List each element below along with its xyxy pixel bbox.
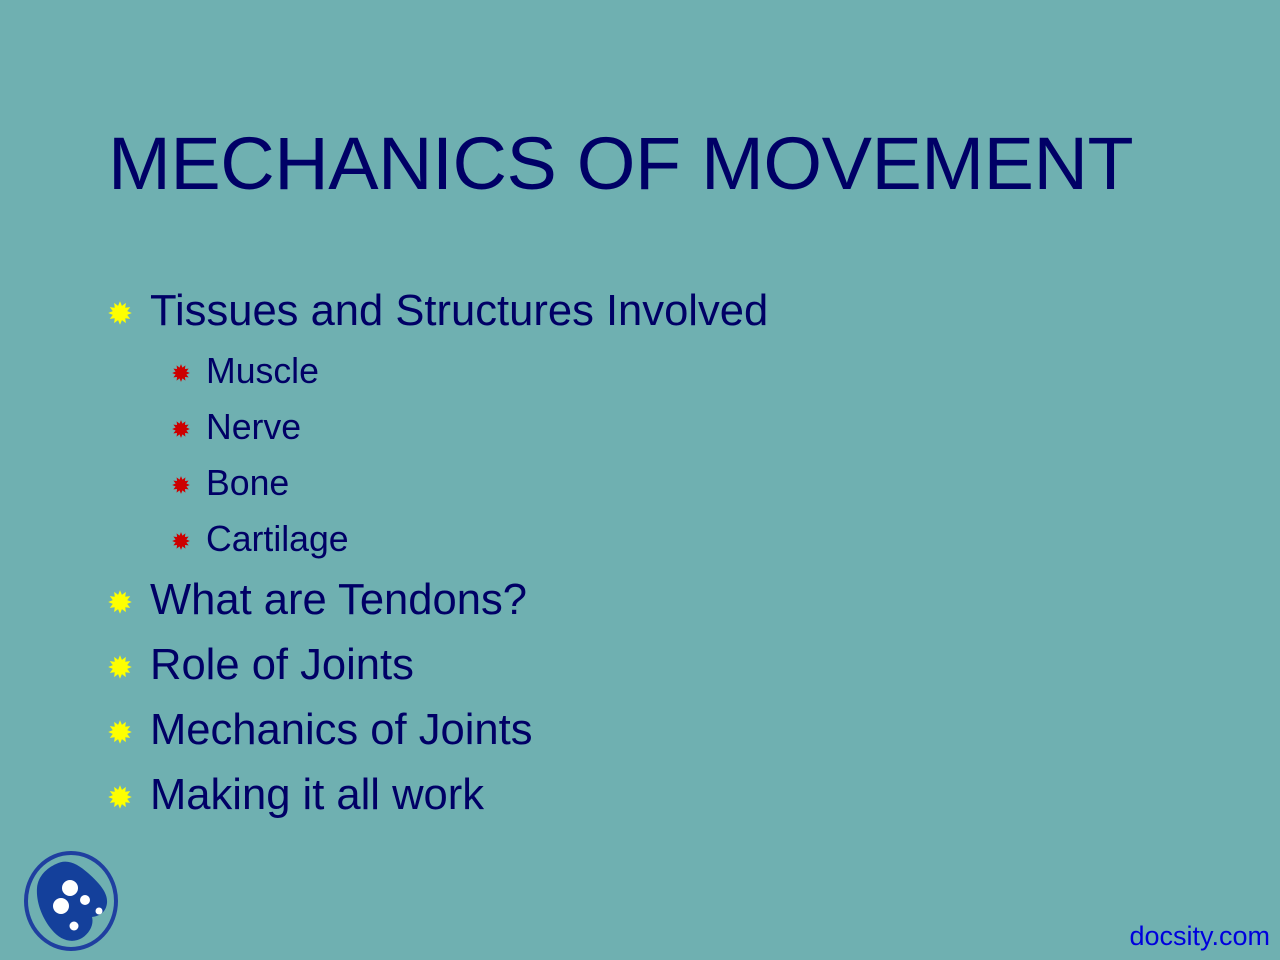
bullet-item: Mechanics of Joints	[108, 697, 1228, 762]
docsity-watermark: docsity.com	[1129, 921, 1270, 951]
bullet-item: Muscle	[108, 343, 1228, 399]
bullet-item: Making it all work	[108, 762, 1228, 827]
bullet-item: Cartilage	[108, 511, 1228, 567]
bullet-item-label: Cartilage	[206, 518, 349, 559]
bullet-item: What are Tendons?	[108, 567, 1228, 632]
yellow-starburst-bullet-icon	[108, 300, 132, 325]
red-starburst-bullet-icon	[172, 363, 190, 382]
bullet-item-label: Bone	[206, 462, 290, 503]
bullet-item: Nerve	[108, 399, 1228, 455]
bullet-item-label: Nerve	[206, 406, 302, 447]
red-starburst-bullet-icon	[172, 475, 190, 494]
bullet-item: Tissues and Structures Involved	[108, 278, 1228, 343]
page-title: MECHANICS OF MOVEMENT	[108, 122, 1134, 205]
yellow-starburst-bullet-icon	[108, 654, 132, 679]
bullet-item: Role of Joints	[108, 632, 1228, 697]
bullet-item-label: Mechanics of Joints	[150, 704, 533, 754]
red-starburst-bullet-icon	[172, 531, 190, 550]
bullet-item-label: Role of Joints	[150, 639, 414, 689]
yellow-starburst-bullet-icon	[108, 589, 132, 614]
bullet-item-label: Muscle	[206, 350, 319, 391]
yellow-starburst-bullet-icon	[108, 719, 132, 744]
docsity-logo	[20, 848, 122, 954]
bullet-item-label: What are Tendons?	[150, 574, 527, 624]
red-starburst-bullet-icon	[172, 419, 190, 438]
yellow-starburst-bullet-icon	[108, 784, 132, 809]
bullet-item-label: Making it all work	[150, 769, 485, 819]
bullet-item-label: Tissues and Structures Involved	[150, 285, 769, 335]
bullet-item: Bone	[108, 455, 1228, 511]
